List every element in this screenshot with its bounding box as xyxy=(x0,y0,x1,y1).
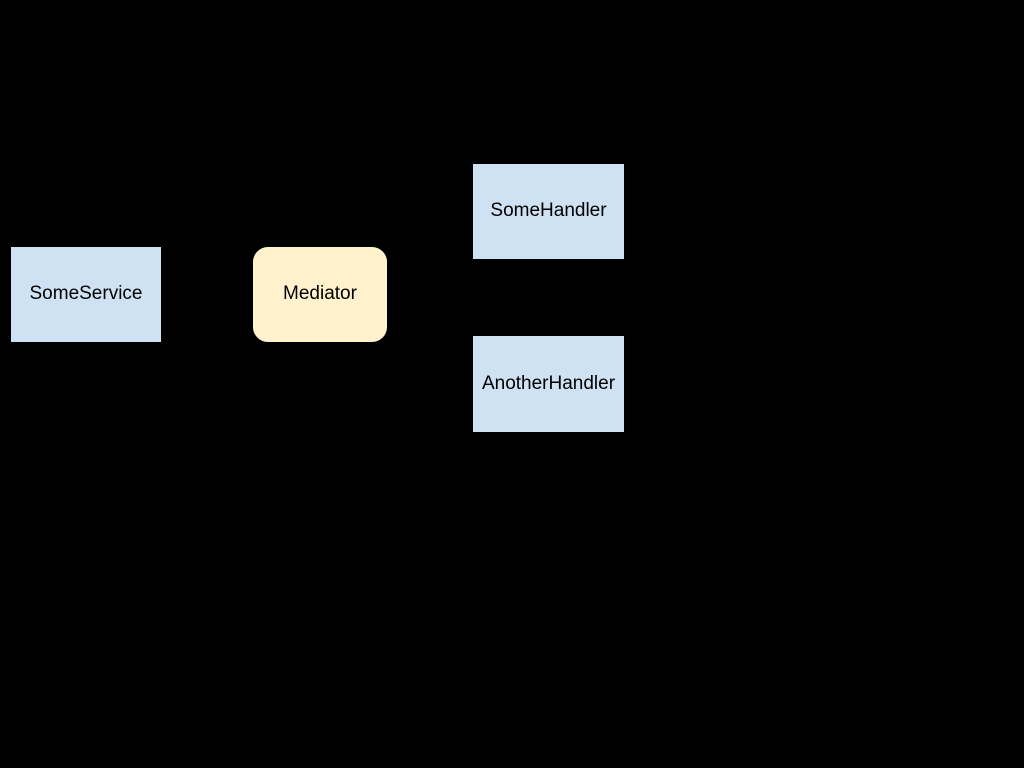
node-some-handler-label: SomeHandler xyxy=(490,200,607,222)
node-some-service-label: SomeService xyxy=(29,283,143,305)
node-another-handler: AnotherHandler xyxy=(472,335,625,433)
node-some-handler: SomeHandler xyxy=(472,163,625,260)
node-mediator-label: Mediator xyxy=(283,283,357,305)
node-some-service: SomeService xyxy=(10,246,162,343)
node-mediator: Mediator xyxy=(252,246,388,343)
node-another-handler-label: AnotherHandler xyxy=(481,372,616,394)
